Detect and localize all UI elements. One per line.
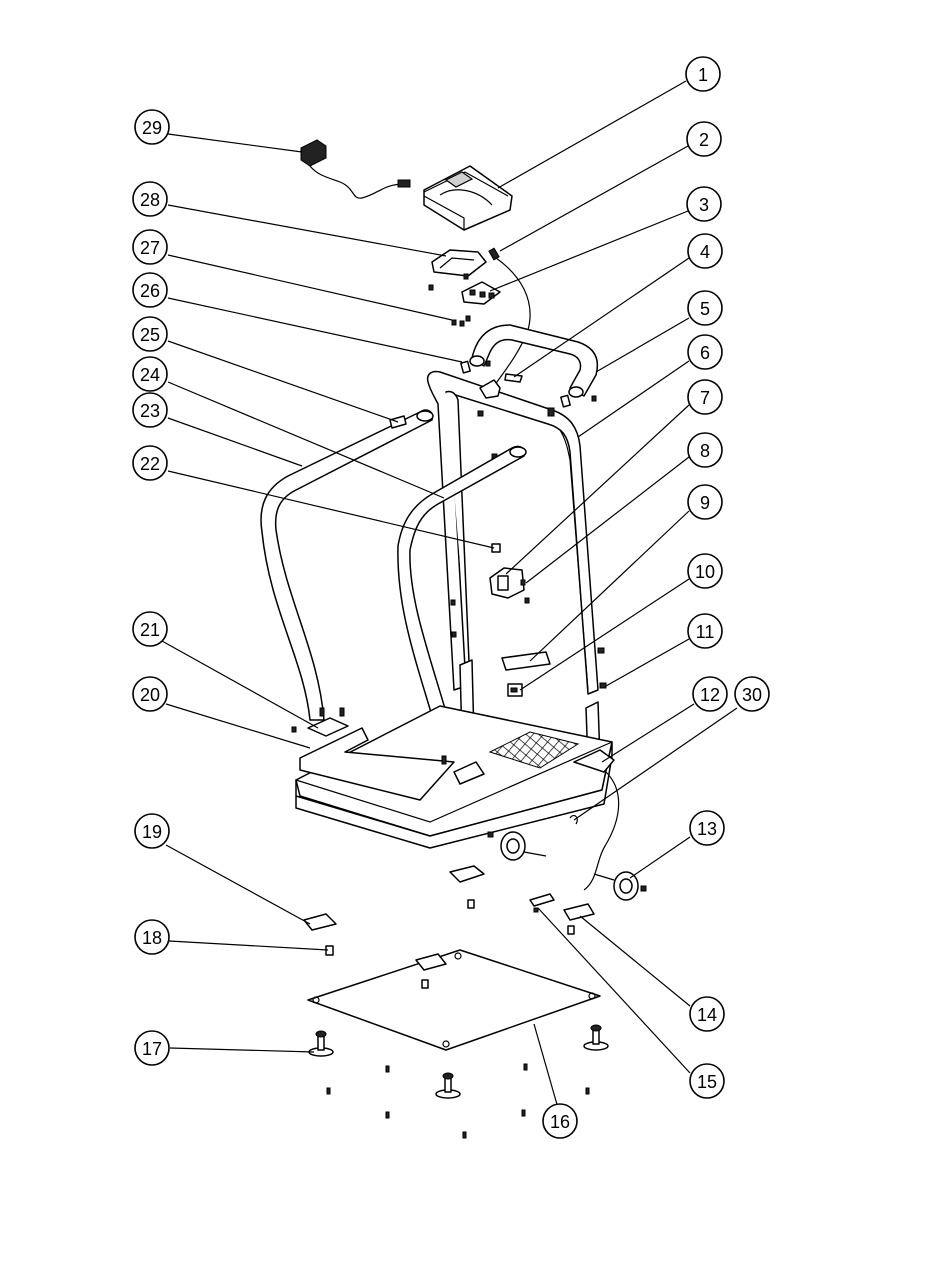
callout-13: 13 (690, 811, 724, 845)
callout-19: 19 (135, 814, 169, 848)
callout-14: 14 (690, 997, 724, 1031)
callout-label: 10 (695, 562, 715, 582)
callout-label: 11 (696, 622, 715, 642)
callout-25: 25 (133, 317, 167, 351)
wheel-part (488, 832, 646, 900)
display-console-part (424, 166, 512, 230)
callout-label: 3 (699, 195, 709, 215)
callout-30: 30 (735, 677, 769, 711)
callout-label: 6 (700, 343, 710, 363)
callout-label: 15 (697, 1072, 717, 1092)
callout-label: 1 (698, 65, 708, 85)
callout-24: 24 (133, 357, 167, 391)
callout-label: 26 (140, 281, 160, 301)
mounting-bracket-part (490, 568, 529, 603)
label-plate-part (502, 652, 550, 670)
callout-12: 12 (693, 677, 727, 711)
left-load-cell-part (304, 914, 336, 930)
callout-label: 14 (697, 1005, 717, 1025)
callout-29: 29 (135, 110, 169, 144)
rear-frame-part (428, 371, 598, 694)
callout-label: 24 (140, 365, 160, 385)
callout-18: 18 (135, 920, 169, 954)
callout-label: 8 (700, 441, 710, 461)
bottom-plate-part (308, 950, 600, 1050)
callout-17: 17 (135, 1031, 169, 1065)
callout-label: 13 (697, 819, 717, 839)
callout-label: 22 (140, 454, 160, 474)
callout-label: 19 (142, 822, 162, 842)
callout-26: 26 (133, 273, 167, 307)
callout-28: 28 (133, 182, 167, 216)
callout-15: 15 (690, 1064, 724, 1098)
callout-label: 17 (142, 1039, 162, 1059)
callout-label: 18 (142, 928, 162, 948)
screw-set-part (452, 316, 470, 326)
callout-22: 22 (133, 446, 167, 480)
callout-label: 28 (140, 190, 160, 210)
callout-label: 12 (700, 685, 720, 705)
callout-label: 25 (140, 325, 160, 345)
callout-1: 1 (686, 57, 720, 91)
small-label-part (508, 684, 522, 696)
connector-part (505, 374, 522, 382)
callout-4: 4 (688, 234, 722, 268)
callout-16: 16 (543, 1104, 577, 1138)
callout-9: 9 (688, 485, 722, 519)
callout-7: 7 (688, 380, 722, 414)
callout-label: 21 (140, 620, 160, 640)
callout-label: 16 (550, 1112, 570, 1132)
callout-label: 23 (140, 401, 160, 421)
callout-3: 3 (687, 187, 721, 221)
callout-label: 30 (742, 685, 762, 705)
callout-label: 9 (700, 493, 710, 513)
callout-6: 6 (688, 335, 722, 369)
callout-label: 7 (700, 388, 710, 408)
power-adapter-part (301, 140, 410, 198)
callout-label: 4 (700, 242, 710, 262)
circuit-board-part (462, 282, 500, 304)
console-screw-part (489, 248, 530, 386)
callout-20: 20 (133, 677, 167, 711)
callout-5: 5 (688, 291, 722, 325)
callout-8: 8 (688, 433, 722, 467)
callout-11: 11 (688, 614, 722, 648)
callout-label: 2 (699, 130, 709, 150)
callout-2: 2 (687, 122, 721, 156)
callout-label: 20 (140, 685, 160, 705)
callout-21: 21 (133, 612, 167, 646)
callout-23: 23 (133, 393, 167, 427)
callout-27: 27 (133, 230, 167, 264)
callout-label: 29 (142, 118, 162, 138)
callout-10: 10 (688, 554, 722, 588)
callout-label: 27 (140, 238, 160, 258)
callout-label: 5 (700, 299, 710, 319)
load-cell-part (450, 866, 594, 934)
